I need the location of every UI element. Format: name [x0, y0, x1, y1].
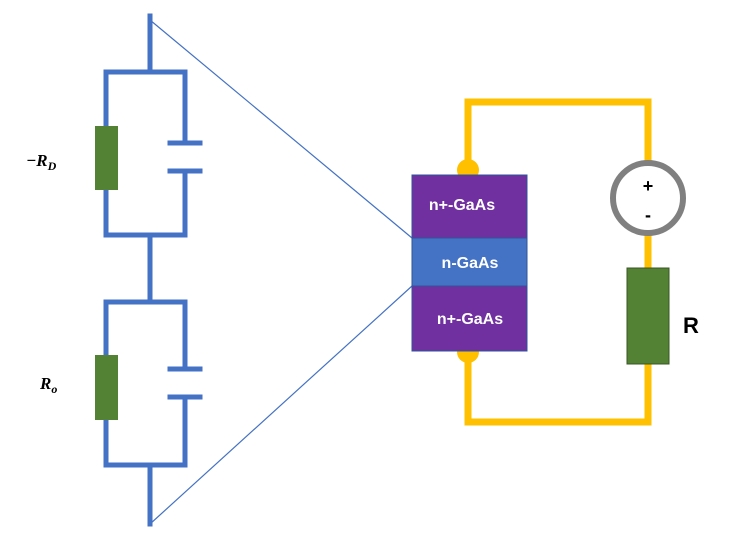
- bottom-resistor-label: Ro: [39, 374, 57, 396]
- bottom-resistor-label-sub: o: [51, 382, 57, 396]
- top-resistor-label: −RD: [26, 151, 57, 173]
- voltage-source-minus: -: [645, 205, 651, 225]
- device-layer-top-label: n+-GaAs: [429, 197, 495, 214]
- bottom-block-wire-lower: [103, 397, 188, 468]
- top-resistor-label-main: −R: [26, 151, 48, 170]
- zoom-line-top: [149, 19, 413, 239]
- external-circuit: [464, 98, 652, 426]
- device-layer-bottom-label: n+-GaAs: [437, 311, 503, 328]
- bottom-resistor: [95, 355, 118, 420]
- device-layer-top: [411, 174, 528, 239]
- load-resistor-label: R: [683, 313, 699, 338]
- top-block-wire-upper: [103, 69, 188, 143]
- bottom-resistor-label-main: R: [39, 374, 51, 393]
- voltage-source-ring: [610, 160, 686, 236]
- equivalent-circuit: [103, 13, 203, 527]
- top-resistor: [95, 126, 118, 190]
- load-resistor: [626, 267, 670, 365]
- zoom-lines: [149, 19, 413, 525]
- device-layer-middle: [411, 237, 528, 287]
- device-layer-bottom: [411, 285, 528, 352]
- device-layer-middle-label: n-GaAs: [442, 255, 499, 272]
- zoom-line-bottom: [149, 285, 413, 525]
- top-block-wire-lower: [103, 171, 188, 238]
- voltage-source: + -: [610, 160, 686, 236]
- bottom-block-wire-upper: [103, 299, 188, 369]
- gaas-device: n+-GaAs n-GaAs n+-GaAs: [411, 174, 528, 352]
- top-resistor-label-sub: D: [47, 159, 57, 173]
- external-wire-top: [464, 98, 652, 170]
- voltage-source-plus: +: [643, 176, 654, 196]
- external-wire-bottom: [464, 352, 652, 426]
